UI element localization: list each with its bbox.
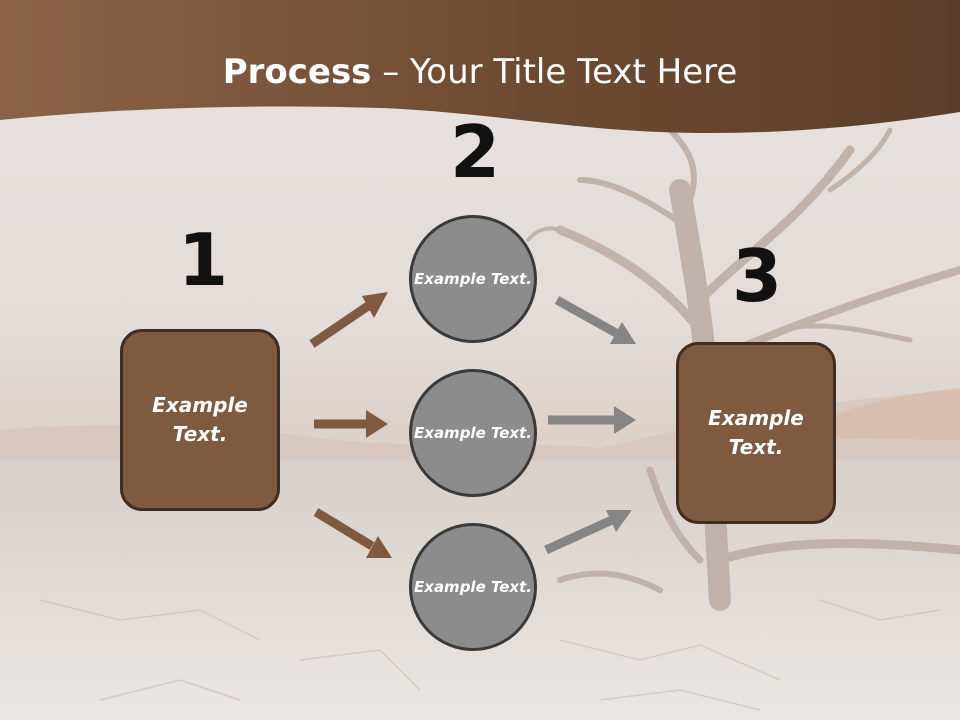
- step-circle-top: Example Text.: [409, 215, 537, 343]
- arrow-top-to-right: [554, 296, 636, 344]
- step-circle-bottom: Example Text.: [409, 523, 537, 651]
- header-banner: [0, 0, 960, 134]
- title-rest: – Your Title Text Here: [371, 52, 738, 92]
- step-number-2: 2: [450, 110, 501, 194]
- arrow-left-to-middle: [314, 410, 388, 438]
- step-circle-middle: Example Text.: [409, 369, 537, 497]
- slide-title: Process – Your Title Text Here: [0, 52, 960, 92]
- step-box-left: Example Text.: [120, 329, 280, 511]
- dune-highlight: [820, 388, 960, 440]
- step-box-left-text: Example Text.: [152, 393, 248, 446]
- step-number-3: 3: [732, 234, 783, 318]
- step-number-1: 1: [178, 218, 229, 302]
- step-circle-bottom-text: Example Text.: [414, 577, 532, 596]
- title-bold: Process: [222, 52, 372, 92]
- arrow-middle-to-right: [548, 406, 636, 434]
- step-box-right: Example Text.: [676, 342, 836, 524]
- arrow-bottom-to-right: [544, 510, 632, 555]
- arrow-left-to-top: [309, 292, 388, 348]
- step-box-right-text: Example Text.: [708, 406, 804, 459]
- step-circle-top-text: Example Text.: [414, 269, 532, 288]
- step-circle-middle-text: Example Text.: [414, 423, 532, 442]
- arrows: [309, 292, 636, 558]
- ground-cracks: [39, 599, 941, 711]
- arrow-left-to-bottom: [313, 508, 392, 558]
